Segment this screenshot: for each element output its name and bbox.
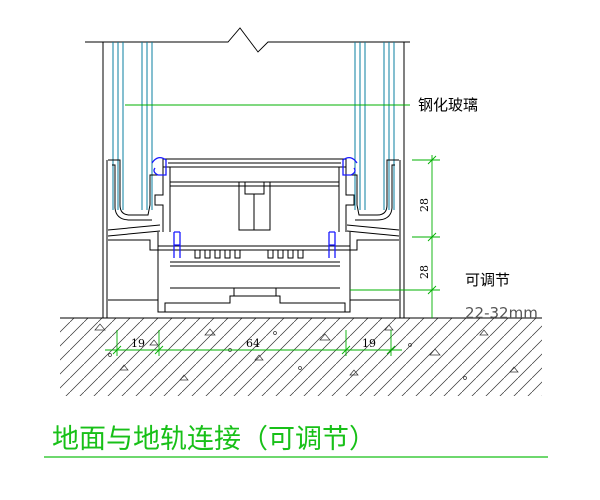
center-width-dimension: 64 [246, 337, 260, 350]
drawing-title: 地面与地轨连接（可调节） [52, 424, 376, 455]
glass-panes [112, 42, 395, 210]
frame-outline [102, 42, 405, 318]
break-line [85, 27, 410, 53]
lower-height-dimension: 28 [418, 265, 431, 279]
upper-height-dimension: 28 [418, 198, 431, 212]
floor-track-profile [108, 158, 399, 313]
floor-slab [60, 317, 542, 396]
glass-label: 钢化玻璃 [418, 96, 478, 114]
adjustable-label: 可调节 [465, 271, 510, 289]
horizontal-dimension [105, 330, 402, 356]
adjust-range-label: 22-32mm [465, 304, 538, 322]
right-width-dimension: 19 [362, 337, 376, 350]
vertical-dimension [350, 155, 440, 318]
left-width-dimension: 19 [131, 337, 145, 350]
gasket-clips [151, 156, 358, 258]
glass-seats [107, 159, 400, 237]
